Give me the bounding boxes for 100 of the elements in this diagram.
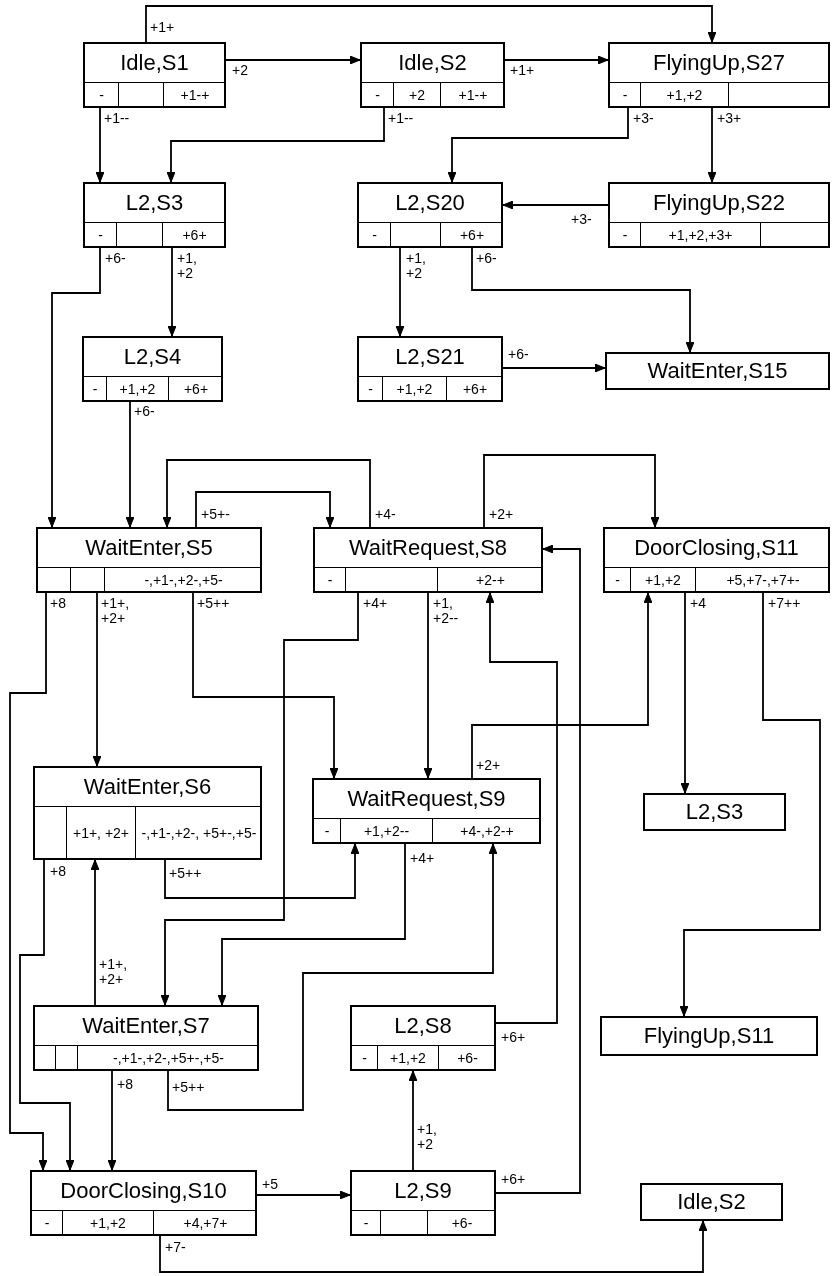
arrow [408,1070,418,1171]
state-name: WaitEnter,S7 [82,1015,210,1037]
state-box [33,766,262,860]
state-name: L2,S8 [394,1015,452,1037]
empty-cell [70,567,104,593]
state-box [605,352,830,390]
arrow [107,1070,117,1171]
action-cell [695,567,830,593]
cell-text: - [99,87,104,104]
cell-text: +2-+ [476,572,505,589]
cell-text: +1,+2 [119,381,156,398]
action-cell [440,222,503,248]
cell-text: +6+ [182,227,207,244]
cell-text: - [44,1215,50,1232]
state-box [608,182,830,248]
action-cell [153,1210,257,1236]
state-box [357,182,503,248]
cell-text: -,+1-,+2-, +5+-,+5- [141,825,257,842]
arrow [502,363,606,373]
cell-text: +1,+2 [645,572,681,589]
cell-text: +6+ [183,381,209,398]
state-name: FlyingUp,S11 [643,1025,775,1047]
cell-text: +5,+7-,+7+- [726,572,800,589]
empty-cell [380,1210,427,1236]
empty-cell [116,222,162,248]
state-box [608,42,830,108]
cell-text: - [98,227,103,244]
arrow [19,859,75,1171]
cell-text: - [375,87,380,104]
arrow [166,107,385,183]
cell-text: +1,+2-- [363,823,410,840]
empty-cell [55,1045,77,1071]
cell-text: - [92,381,98,398]
state-name: L2,S3 [125,192,184,214]
cell-text: +1-+ [458,87,488,104]
cell-text: - [372,227,377,244]
state-name: L2,S21 [395,346,465,368]
arrow [192,592,339,779]
arrow [164,843,360,899]
empty-cell [760,222,830,248]
empty-cell [118,82,163,108]
cell-text: -,+1-,+2-,+5+-,+5- [113,1050,224,1067]
arrow [125,401,135,528]
state-box [30,1170,257,1236]
state-box [600,1016,818,1056]
action-cell [104,567,262,593]
action-cell [168,376,223,402]
state-name: Idle,S2 [677,1191,746,1213]
cell-text: - [622,227,628,244]
action-cell [163,82,226,108]
cell-text: +1-+ [180,87,210,104]
action-cell [393,82,440,108]
empty-cell [390,222,440,248]
cell-text: - [327,572,333,589]
arrow [167,247,177,337]
state-box [603,527,830,593]
state-name: WaitEnter,S15 [647,360,788,382]
action-cell [62,1210,153,1236]
state-name: L2,S20 [395,192,465,214]
action-cell [427,1210,496,1236]
arrow [90,859,100,1006]
state-box [357,336,503,402]
empty-cell [345,567,437,593]
state-box [350,1005,496,1071]
action-cell [377,1045,438,1071]
action-cell [432,818,541,844]
state-name: DoorClosing,S11 [634,537,799,559]
arrow [423,592,433,779]
state-box [640,1183,783,1221]
cell-text: +1,+2 [666,87,703,104]
state-name: Idle,S2 [398,52,467,74]
action-cell [438,1045,496,1071]
arrow [95,107,105,183]
cell-text: - [615,572,620,589]
empty-cell [728,82,830,108]
arrow [195,491,335,528]
action-cell [77,1045,259,1071]
state-box [312,778,541,844]
state-name: WaitEnter,S5 [85,537,213,559]
cell-text: +1+, +2+ [72,825,130,842]
state-name: L2,S9 [394,1180,452,1202]
arrow [395,247,405,337]
cell-text: - [622,87,628,104]
state-box [36,527,262,593]
action-cell [340,818,432,844]
cell-text: +2 [409,87,425,104]
cell-text: - [324,823,330,840]
state-name: WaitRequest,S8 [348,537,508,559]
arrow [167,843,498,1111]
action-cell [640,222,760,248]
arrow [159,1220,708,1273]
cell-text: -,+1-,+2-,+5- [144,572,223,589]
action-cell [640,82,728,108]
state-name: FlyingUp,S22 [652,192,786,214]
action-cell [106,376,168,402]
state-name: FlyingUp,S27 [652,52,786,74]
state-box [82,336,223,402]
arrow [447,107,629,183]
state-box [350,1170,496,1236]
action-cell [440,82,505,108]
